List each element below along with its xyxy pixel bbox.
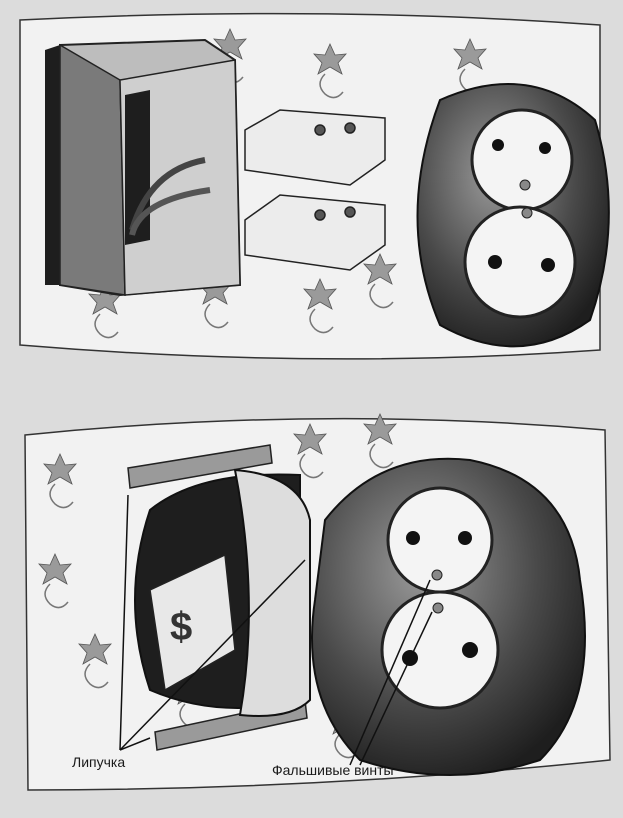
socket-top	[416, 83, 610, 348]
leader-arrows	[119, 494, 433, 766]
terminal-blocks	[244, 109, 386, 271]
svg-text:$: $	[170, 605, 192, 649]
hidden-cavity: $	[134, 468, 311, 717]
velcro-strip-top	[127, 444, 273, 489]
junction-box	[45, 38, 242, 297]
velcro-label: Липучка	[72, 754, 126, 770]
socket-bottom	[311, 457, 586, 776]
fake-screws-label: Фальшивые винты	[272, 762, 394, 778]
